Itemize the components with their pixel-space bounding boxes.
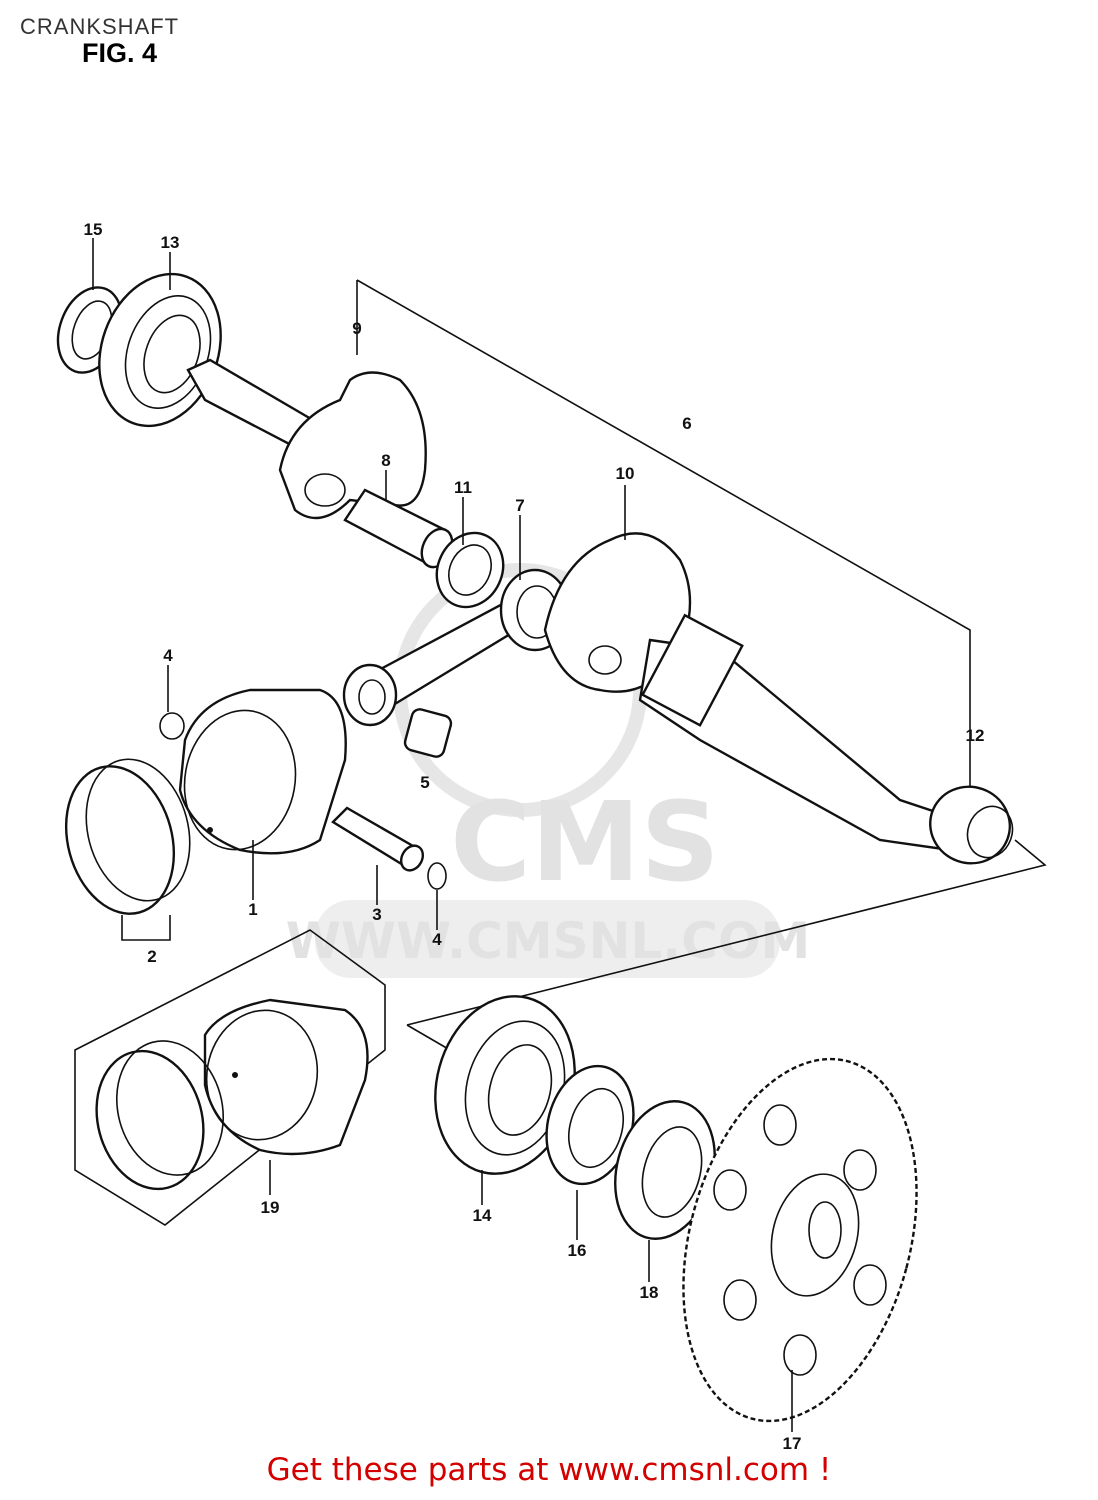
callout-14: 14: [473, 1206, 492, 1225]
callout-13: 13: [161, 233, 180, 252]
callout-5: 5: [420, 773, 429, 792]
oil-seal-18: [614, 1100, 716, 1240]
callout-11: 11: [454, 478, 472, 497]
callout-17: 17: [783, 1434, 802, 1453]
piston-kit-19: [74, 929, 386, 1226]
page-title: CRANKSHAFT: [20, 14, 180, 39]
callout-2: 2: [147, 947, 156, 966]
watermark: CMS WWW.CMSNL.COM: [286, 563, 811, 978]
piston-pin-3: [331, 806, 425, 872]
callout-10: 10: [616, 464, 635, 483]
piston-ring-set-2: [64, 758, 191, 941]
figure-number: FIG. 4: [82, 38, 158, 68]
circlip-4-upper: [159, 712, 185, 740]
callout-1: 1: [248, 900, 257, 919]
piston-1: [178, 688, 347, 855]
callout-19: 19: [261, 1198, 280, 1217]
callout-16: 16: [568, 1241, 587, 1260]
callout-labels: 15 13 9 8 11 7 10 6 4 5 12 1 3 4 2 19 14…: [84, 220, 985, 1453]
callout-4-lower: 4: [432, 930, 442, 949]
sprocket-17: [682, 1057, 918, 1423]
watermark-url: WWW.CMSNL.COM: [286, 912, 811, 970]
callout-4-upper: 4: [163, 646, 173, 665]
circlip-4-lower: [427, 862, 447, 890]
needle-bearing-11: [435, 531, 505, 609]
crank-web-right-10: [543, 532, 962, 852]
callout-3: 3: [372, 905, 381, 924]
leader-lines: [92, 238, 793, 1432]
callout-15: 15: [84, 220, 103, 239]
bushing-12: [929, 785, 1014, 865]
crank-web-left-9: [186, 358, 427, 520]
callout-7: 7: [515, 496, 524, 515]
callout-6: 6: [682, 414, 691, 433]
promo-footer: Get these parts at www.cmsnl.com !: [266, 1452, 832, 1488]
small-end-bearing-5: [403, 708, 453, 758]
callout-8: 8: [381, 451, 390, 470]
callout-18: 18: [640, 1283, 659, 1302]
watermark-brand: CMS: [450, 778, 719, 906]
callout-12: 12: [966, 726, 985, 745]
callout-9: 9: [352, 319, 361, 338]
bearing-13: [98, 272, 222, 428]
oil-seal-16: [545, 1064, 635, 1186]
crankshaft-assembly-bracket: [356, 279, 1047, 1051]
